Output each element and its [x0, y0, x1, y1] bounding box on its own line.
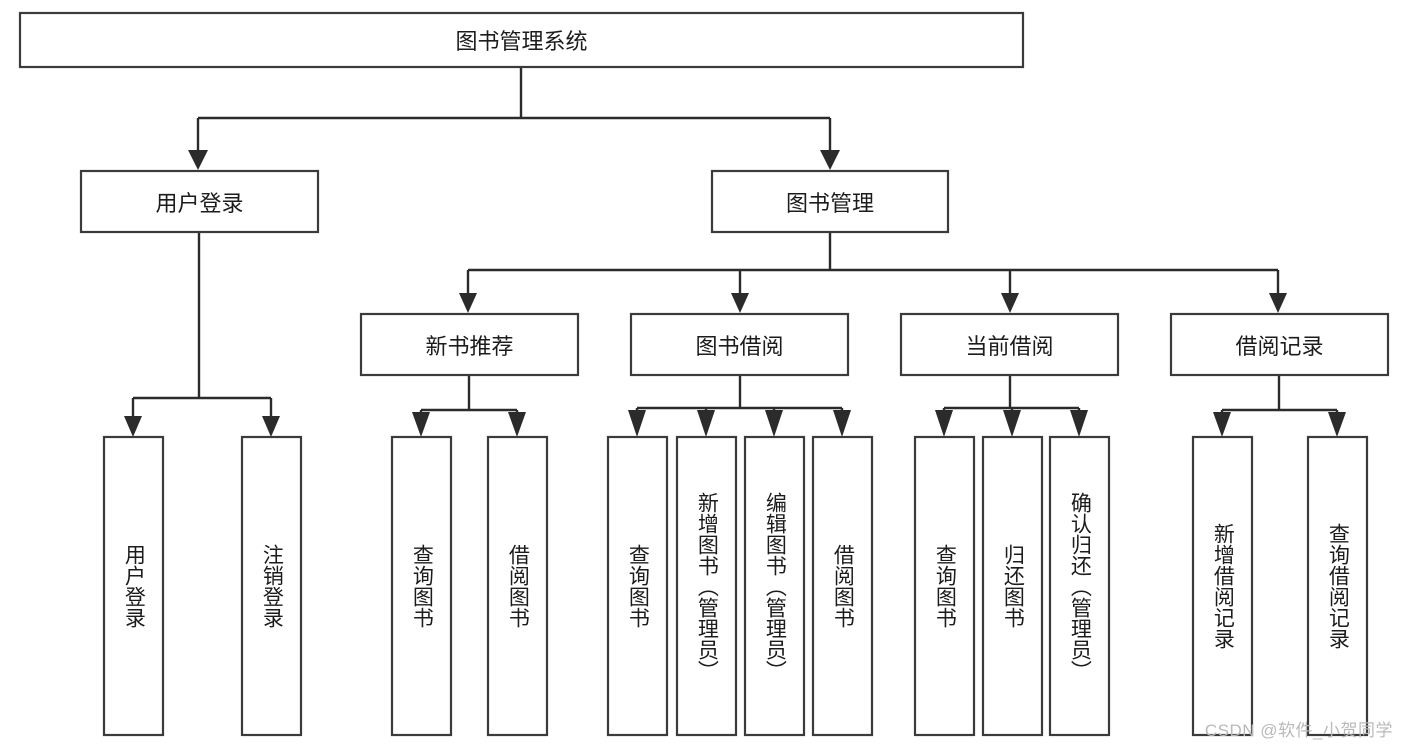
node-box-leaf-return-book[interactable] — [981, 435, 1044, 737]
node-box-new-book-rec[interactable] — [359, 312, 580, 377]
arrow-to-current-borrow — [1001, 293, 1019, 313]
connector-book-manage-to-level3 — [459, 232, 1287, 313]
node-box-leaf-confirm-return-admin[interactable] — [1048, 435, 1111, 737]
node-box-leaf-borrow-book-1[interactable] — [486, 435, 549, 737]
arrow-to-leaf-return-book — [1003, 410, 1021, 437]
arrow-to-leaf-query-book-1 — [412, 412, 430, 437]
arrow-to-leaf-add-book-admin — [697, 410, 715, 437]
connector-current-borrow-to-leaves — [935, 375, 1088, 437]
node-box-leaf-query-book-3[interactable] — [913, 435, 976, 737]
arrow-to-leaf-logout — [262, 416, 280, 437]
arrow-to-leaf-edit-book-admin — [765, 410, 783, 437]
node-box-leaf-query-borrow-record[interactable] — [1306, 435, 1369, 737]
node-box-borrow-record[interactable] — [1169, 312, 1390, 377]
arrow-to-leaf-confirm-return — [1070, 410, 1088, 437]
node-box-current-borrow[interactable] — [899, 312, 1120, 377]
node-box-leaf-query-book-1[interactable] — [390, 435, 453, 737]
arrow-to-leaf-query-book-3 — [935, 410, 953, 437]
connector-new-book-rec-to-leaves — [412, 375, 526, 437]
arrow-to-user-login — [188, 150, 208, 170]
node-box-root[interactable] — [18, 11, 1025, 69]
arrow-to-book-borrow — [731, 293, 749, 313]
arrow-to-new-book-rec — [459, 293, 477, 313]
arrow-to-leaf-query-book-2 — [628, 410, 646, 437]
connector-borrow-record-to-leaves — [1213, 375, 1346, 437]
node-box-leaf-borrow-book-2[interactable] — [811, 435, 874, 737]
arrow-to-borrow-record — [1269, 293, 1287, 313]
arrow-to-leaf-user-login — [124, 416, 142, 437]
node-box-leaf-query-book-2[interactable] — [606, 435, 669, 737]
node-box-book-borrow[interactable] — [629, 312, 850, 377]
node-box-leaf-edit-book-admin[interactable] — [743, 435, 806, 737]
connector-user-login-to-leaves — [124, 232, 280, 437]
node-box-leaf-user-login[interactable] — [102, 435, 165, 737]
node-box-leaf-add-borrow-record[interactable] — [1191, 435, 1254, 737]
arrow-to-leaf-query-borrow-record — [1328, 412, 1346, 437]
node-box-leaf-logout[interactable] — [240, 435, 303, 737]
arrow-to-leaf-add-borrow-record — [1213, 412, 1231, 437]
arrow-to-leaf-borrow-book-2 — [833, 410, 851, 437]
connector-book-borrow-to-leaves — [628, 375, 851, 437]
node-box-leaf-add-book-admin[interactable] — [675, 435, 738, 737]
node-box-book-manage[interactable] — [710, 169, 950, 234]
connector-root-to-level2 — [188, 67, 840, 170]
arrow-to-book-manage — [820, 150, 840, 170]
node-box-user-login[interactable] — [79, 169, 320, 234]
arrow-to-leaf-borrow-book-1 — [508, 412, 526, 437]
